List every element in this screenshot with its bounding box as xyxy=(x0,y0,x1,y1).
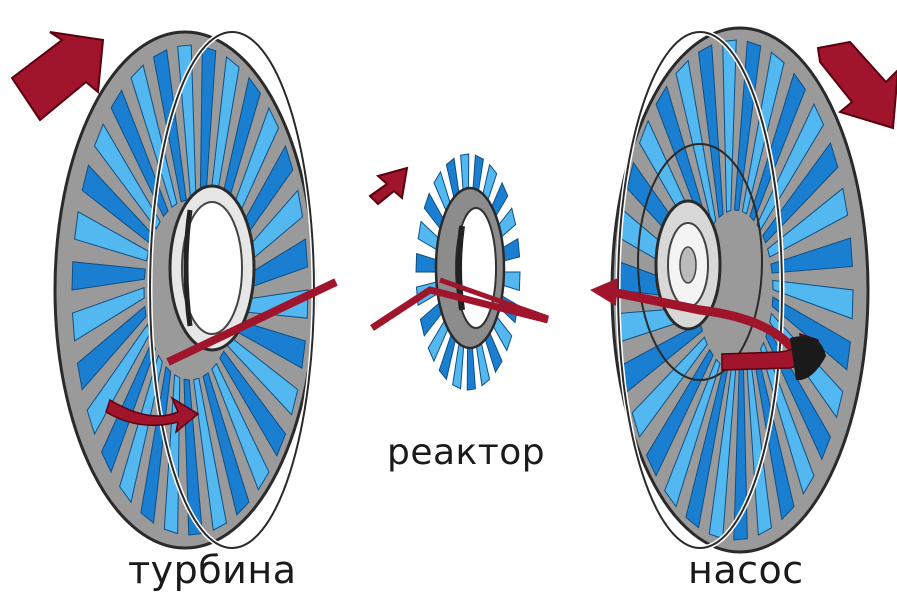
turbine-rotation-arrow xyxy=(12,32,103,120)
turbine-wheel xyxy=(55,32,315,548)
pump-label: насос xyxy=(688,548,804,592)
blade xyxy=(453,343,464,389)
turbine-label: турбина xyxy=(128,548,297,592)
blade xyxy=(467,345,475,390)
reactor-wheel xyxy=(416,154,520,390)
reactor-label: реактор xyxy=(387,432,545,473)
reactor-rotation-arrow xyxy=(370,168,407,204)
pump-wheel xyxy=(612,28,868,552)
